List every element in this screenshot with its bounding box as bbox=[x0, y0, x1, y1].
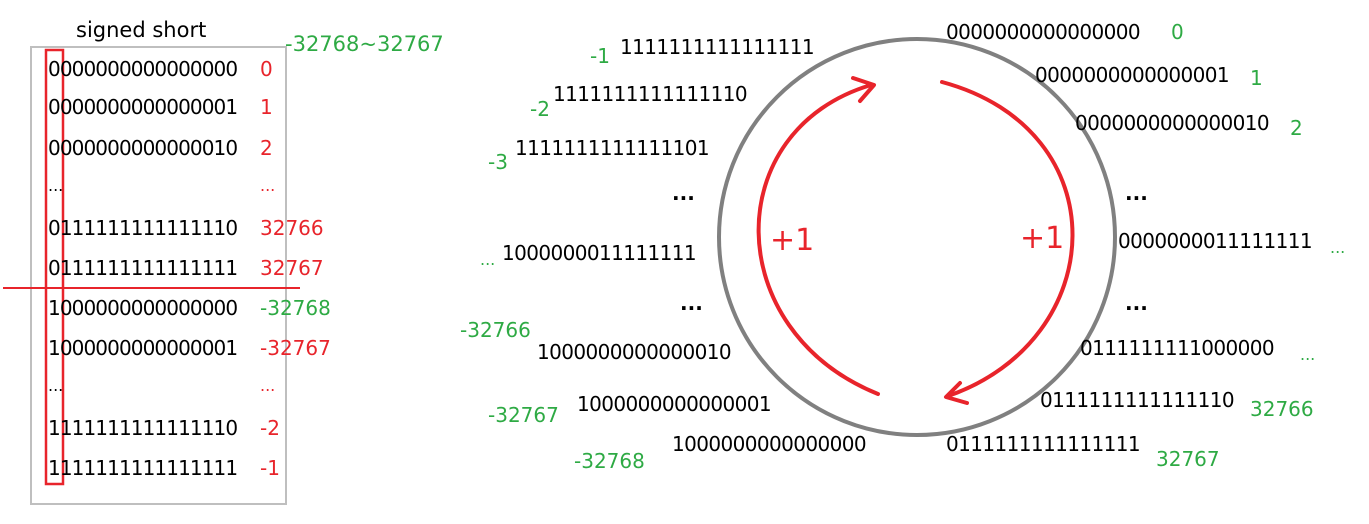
table-row-bits: ... bbox=[48, 376, 64, 395]
range-label: -32768~32767 bbox=[285, 32, 444, 56]
circle-right-value: 2 bbox=[1290, 116, 1303, 140]
sign-bit-highlight bbox=[44, 48, 65, 486]
right-increment-label: +1 bbox=[1020, 221, 1065, 256]
wrap-circle bbox=[717, 37, 1117, 437]
circle-left-bits: 1000000000000001 bbox=[577, 392, 772, 416]
right-arrow-head bbox=[944, 381, 969, 405]
table-row-bits: 0000000000000010 bbox=[48, 136, 238, 160]
left-arrow-head bbox=[851, 76, 876, 103]
circle-right-bits: 0000000000000000 bbox=[946, 20, 1141, 44]
circle-right-bits: 0000000000000010 bbox=[1075, 111, 1270, 135]
circle-right-bits: 0000000000000001 bbox=[1035, 63, 1230, 87]
table-row-bits: 0111111111111110 bbox=[48, 216, 238, 240]
circle-right-value: ... bbox=[1300, 345, 1316, 364]
left-increment-label: +1 bbox=[770, 223, 815, 258]
table-row-value: -32768 bbox=[260, 296, 331, 320]
table-row-bits: 1000000000000001 bbox=[48, 336, 238, 360]
table-row-bits: 1111111111111111 bbox=[48, 456, 238, 480]
table-row-value: 2 bbox=[260, 136, 273, 160]
circle-left-bits: 1111111111111110 bbox=[553, 82, 748, 106]
table-row-bits: 1000000000000000 bbox=[48, 296, 238, 320]
circle-left-value: -2 bbox=[530, 97, 550, 121]
table-title: signed short bbox=[76, 18, 207, 42]
circle-left-value: -3 bbox=[488, 150, 508, 174]
table-row-value: 1 bbox=[260, 95, 273, 119]
table-row-bits: ... bbox=[48, 176, 64, 195]
circle-left-bits: 1000000011111111 bbox=[502, 241, 697, 265]
left-increment-arrow bbox=[756, 83, 880, 396]
table-row-value: 32766 bbox=[260, 216, 324, 240]
circle-right-ellipsis: ... bbox=[1125, 291, 1148, 315]
circle-left-bits: 1111111111111111 bbox=[620, 35, 815, 59]
table-row-bits: 0111111111111111 bbox=[48, 256, 238, 280]
circle-left-bits: 1000000000000000 bbox=[672, 432, 867, 456]
right-increment-arrow bbox=[940, 80, 1075, 398]
table-row-value: -2 bbox=[260, 416, 280, 440]
circle-right-value: 32766 bbox=[1250, 397, 1314, 421]
circle-left-ellipsis: ... bbox=[672, 181, 695, 205]
circle-right-bits: 0111111111111110 bbox=[1040, 388, 1235, 412]
table-row-value: 32767 bbox=[260, 256, 324, 280]
circle-left-bits: 1000000000000010 bbox=[537, 340, 732, 364]
circle-right-bits: 0000000011111111 bbox=[1118, 229, 1313, 253]
circle-left-value: -32768 bbox=[574, 449, 645, 473]
table-row-bits: 0000000000000000 bbox=[48, 57, 238, 81]
circle-right-bits: 0111111111111111 bbox=[946, 432, 1141, 456]
circle-left-value: ... bbox=[480, 250, 496, 269]
circle-right-value: ... bbox=[1330, 238, 1346, 257]
table-row-bits: 0000000000000001 bbox=[48, 95, 238, 119]
table-row-value: 0 bbox=[260, 57, 273, 81]
circle-left-bits: 1111111111111101 bbox=[515, 136, 710, 160]
circle-left-value: -32767 bbox=[488, 403, 559, 427]
table-row-value: -32767 bbox=[260, 336, 331, 360]
circle-right-value: 1 bbox=[1250, 66, 1263, 90]
table-row-value: ... bbox=[260, 376, 276, 395]
circle-right-value: 32767 bbox=[1156, 447, 1220, 471]
table-border bbox=[30, 46, 287, 505]
circle-right-bits: 0111111111000000 bbox=[1080, 336, 1275, 360]
circle-right-value: 0 bbox=[1171, 20, 1184, 44]
table-row-value: -1 bbox=[260, 456, 280, 480]
circle-left-value: -1 bbox=[590, 44, 610, 68]
circle-right-ellipsis: ... bbox=[1125, 181, 1148, 205]
circle-left-ellipsis: ... bbox=[680, 291, 703, 315]
circle-left-value: -32766 bbox=[460, 318, 531, 342]
table-row-bits: 1111111111111110 bbox=[48, 416, 238, 440]
table-row-value: ... bbox=[260, 176, 276, 195]
